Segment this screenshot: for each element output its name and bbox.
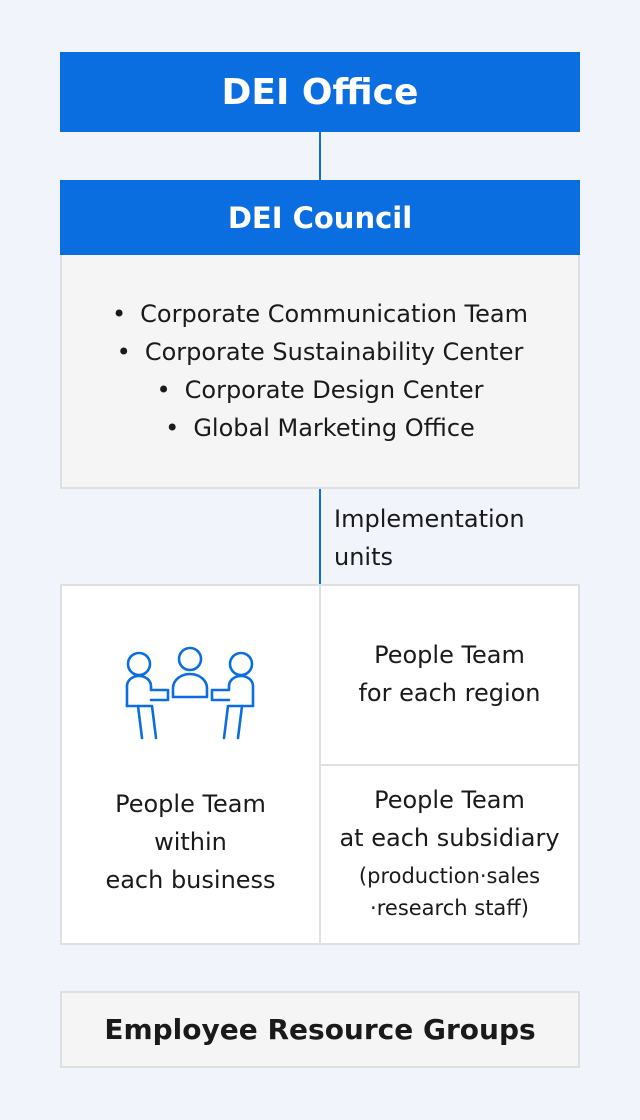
region-people-team-text: People Team for each region: [319, 636, 580, 712]
business-text-line: each business: [105, 866, 276, 894]
dei-office-box: DEI Office: [60, 52, 580, 132]
subsidiary-people-team-text: People Team at each subsidiary: [319, 781, 580, 857]
council-member-item: Corporate Sustainability Center: [112, 333, 528, 371]
subsidiary-people-team-cell: [319, 764, 580, 945]
subsidiary-note-line: (production·sales: [358, 864, 541, 888]
subsidiary-text-line: at each subsidiary: [339, 824, 560, 852]
region-text-line: People Team: [374, 641, 525, 669]
implementation-label-line: Implementation: [334, 505, 525, 533]
dei-council-members-panel: Corporate Communication Team Corporate S…: [60, 255, 580, 489]
people-meeting-icon: [125, 646, 255, 740]
implementation-label-line: units: [334, 543, 394, 571]
council-member-item: Global Marketing Office: [112, 409, 528, 447]
region-text-line: for each region: [358, 679, 541, 707]
dei-council-header: DEI Council: [60, 180, 580, 255]
implementation-units-label: Implementation units: [334, 500, 574, 576]
council-member-item: Corporate Communication Team: [112, 295, 528, 333]
council-member-list: Corporate Communication Team Corporate S…: [112, 295, 528, 447]
business-people-team-cell: [60, 584, 321, 945]
subsidiary-note-line: ·research staff): [370, 896, 529, 920]
business-people-team-text: People Team within each business: [60, 785, 321, 899]
office-council-connector: [319, 132, 321, 180]
region-people-team-cell: [319, 584, 580, 766]
business-text-line: within: [154, 828, 227, 856]
council-member-item: Corporate Design Center: [112, 371, 528, 409]
council-units-connector: [319, 489, 321, 584]
subsidiary-staff-note: (production·sales ·research staff): [319, 860, 580, 924]
subsidiary-text-line: People Team: [374, 786, 525, 814]
employee-resource-groups-box: Employee Resource Groups: [60, 991, 580, 1068]
business-text-line: People Team: [115, 790, 266, 818]
